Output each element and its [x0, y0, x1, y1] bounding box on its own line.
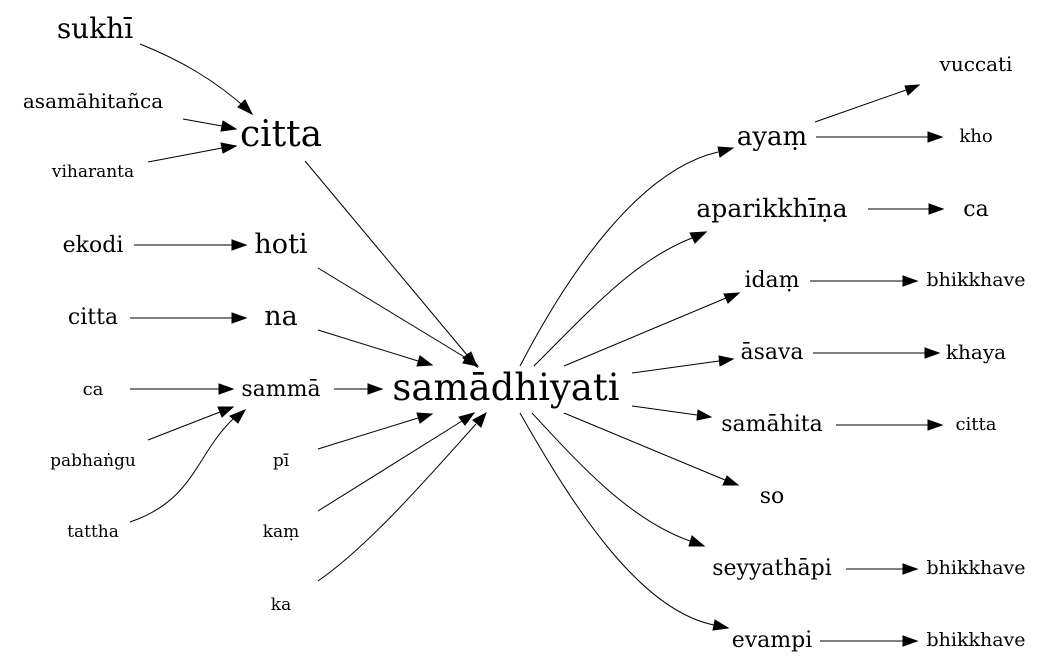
node-ka: ka: [271, 595, 291, 615]
edge-samma-samadhiyati: [334, 383, 384, 395]
edge-citta-samadhiyati: [304, 160, 479, 369]
node-pabhangu: pabhaṅgu: [50, 451, 136, 471]
node-bhikkhave-1: bhikkhave: [926, 269, 1025, 291]
node-asava: āsava: [740, 340, 803, 365]
node-kho: kho: [959, 126, 992, 147]
node-vuccati: vuccati: [939, 52, 1013, 76]
node-bhikkhave-3: bhikkhave: [926, 629, 1025, 651]
node-tattha: tattha: [67, 522, 119, 542]
node-evampi: evampi: [732, 628, 813, 653]
node-viharanta: viharanta: [51, 162, 134, 182]
edge-tattha-samma: [129, 409, 247, 523]
node-bhikkhave-2: bhikkhave: [926, 557, 1025, 579]
edge-idam-bhikkhave: [810, 275, 919, 287]
edge-hoti-samadhiyati: [317, 267, 480, 367]
edge-asamahitanca-citta: [182, 118, 238, 132]
edge-samahita-citta: [836, 419, 944, 431]
node-aparikkhina: aparikkhīṇa: [696, 194, 847, 223]
node-na: na: [264, 301, 298, 332]
edge-asava-khaya: [813, 347, 941, 359]
node-sukhi: sukhī: [57, 12, 133, 45]
edge-samadhiyati-seyyathapi: [531, 412, 706, 547]
edge-sukhi-citta: [139, 43, 254, 116]
edge-ayam-vuccati: [814, 84, 921, 123]
edge-pi-samadhiyati: [317, 412, 434, 450]
node-citta-top: citta: [240, 114, 322, 155]
node-kam: kaṃ: [263, 522, 300, 542]
edge-samadhiyati-evampi: [519, 412, 730, 631]
node-khaya: khaya: [946, 340, 1006, 364]
edge-ca-samma: [130, 383, 235, 395]
node-samadhiyati: samādhiyati: [392, 366, 619, 409]
node-pi: pī: [273, 451, 290, 471]
node-citta-right: citta: [955, 414, 996, 435]
edge-na-samadhiyati: [317, 329, 434, 367]
node-asamahitanca: asamāhitañca: [23, 89, 163, 113]
node-ayam: ayaṃ: [737, 122, 807, 152]
edge-ekodi-hoti: [134, 239, 248, 251]
edge-ka-samadhiyati: [317, 411, 487, 582]
node-citta-left: citta: [68, 305, 118, 330]
edge-samadhiyati-samahita: [631, 405, 713, 421]
node-ca-right: ca: [963, 197, 988, 222]
node-seyyathapi: seyyathāpi: [712, 556, 832, 581]
edge-citta-na: [130, 312, 248, 324]
edge-samadhiyati-ayam: [519, 146, 735, 367]
edge-kam-samadhiyati: [317, 412, 476, 512]
edge-samadhiyati-asava: [631, 355, 735, 374]
edge-samadhiyati-so: [563, 412, 740, 486]
edge-samadhiyati-aparikkhina: [533, 231, 708, 367]
edge-samadhiyati-idam: [563, 292, 741, 367]
edge-evampi-bhikkhave: [820, 635, 919, 647]
edges: [129, 43, 945, 647]
edge-seyyathapi-bhikkhave: [846, 563, 919, 575]
edge-aparikkhina-ca: [868, 203, 945, 215]
node-so: so: [760, 484, 785, 509]
node-samma: sammā: [241, 377, 320, 402]
nodes: sukhī asamāhitañca viharanta citta ekodi…: [23, 12, 1026, 653]
edge-pabhangu-samma: [147, 406, 235, 441]
node-ca-left: ca: [83, 379, 104, 400]
node-hoti: hoti: [254, 229, 307, 260]
node-samahita: samāhita: [721, 412, 823, 437]
node-idam: idaṃ: [744, 268, 799, 293]
edge-viharanta-citta: [147, 142, 238, 163]
edge-ayam-kho: [816, 131, 944, 143]
node-ekodi: ekodi: [63, 233, 124, 258]
